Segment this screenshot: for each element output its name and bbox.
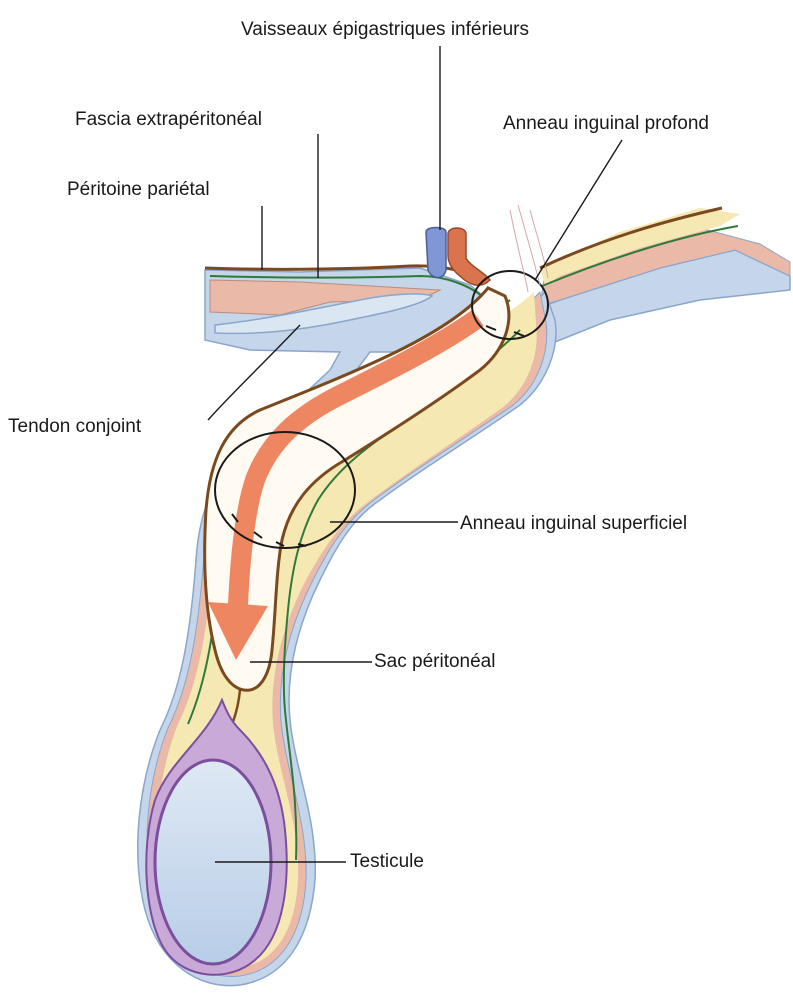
- label-parietal-peritoneum: Péritoine pariétal: [67, 180, 210, 199]
- fibre-lines: [510, 205, 548, 292]
- label-testis: Testicule: [350, 852, 424, 871]
- label-superficial-inguinal-ring: Anneau inguinal superficiel: [460, 514, 687, 533]
- epigastric-artery: [448, 228, 490, 285]
- label-conjoint-tendon: Tendon conjoint: [8, 417, 141, 436]
- label-peritoneal-sac: Sac péritonéal: [374, 652, 495, 671]
- label-inferior-epigastric-vessels: Vaisseaux épigastriques inférieurs: [241, 20, 529, 39]
- label-extraperitoneal-fascia: Fascia extrapéritonéal: [75, 110, 262, 129]
- label-deep-inguinal-ring: Anneau inguinal profond: [503, 114, 709, 133]
- epigastric-vein: [426, 228, 446, 278]
